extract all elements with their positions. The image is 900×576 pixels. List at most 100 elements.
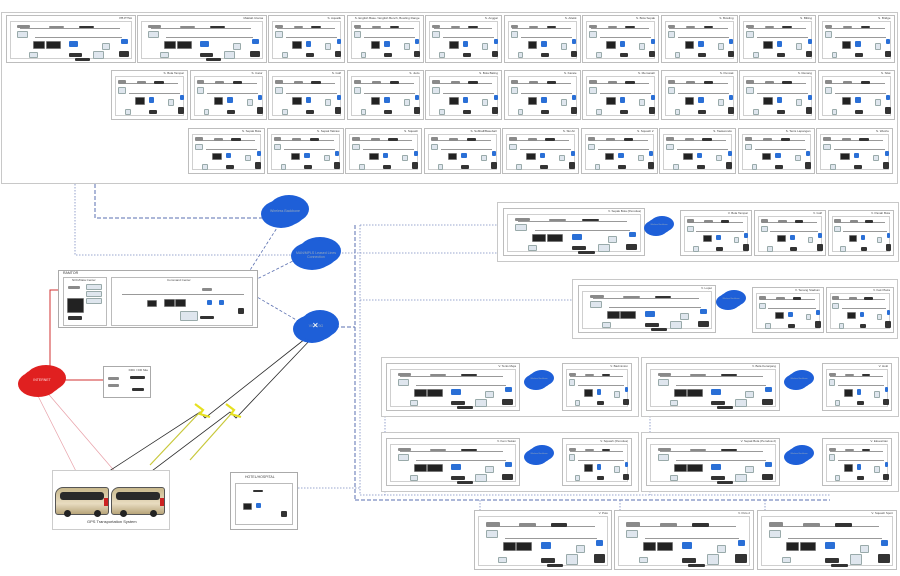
- network-bus: [521, 93, 572, 95]
- router-icon: [253, 490, 263, 492]
- site-box[interactable]: S. Sepak Takraw: [266, 128, 344, 174]
- site-box[interactable]: V. Squash (Perodua): [562, 438, 632, 486]
- site-box[interactable]: S. Pencak: [660, 70, 738, 120]
- phone-icon: [669, 400, 679, 407]
- wireless-backbone-cloud[interactable]: Wireless Backbone: [527, 372, 551, 388]
- wireless-backbone-cloud[interactable]: Wireless Backbone: [787, 447, 811, 463]
- camera-icon: [807, 236, 814, 244]
- router-icon: [657, 372, 672, 377]
- switch-icon: [585, 373, 594, 377]
- monitor-icon: [46, 40, 61, 49]
- site-box[interactable]: S. Taekwondo: [659, 128, 736, 174]
- workstation-icon: [596, 388, 602, 395]
- laptop-icon: [412, 162, 419, 169]
- site-box[interactable]: V. Panah Bola: [828, 210, 894, 256]
- wan-cloud-wireless-backbone[interactable]: Wireless Backbone: [265, 198, 305, 226]
- wireless-backbone-cloud[interactable]: Wireless Backbone: [647, 218, 671, 234]
- site-box[interactable]: V. Golf: [754, 210, 826, 256]
- site-box[interactable]: S. Golf: [268, 70, 345, 120]
- site-box[interactable]: Maktab Utama: [137, 15, 267, 63]
- site-box[interactable]: S. Wushu: [816, 128, 893, 174]
- wireless-icon: [807, 39, 812, 44]
- site-box[interactable]: S. Atletik: [503, 15, 581, 63]
- site-box[interactable]: V. Tenang Stadium: [752, 287, 824, 333]
- monitor-icon: [684, 40, 695, 49]
- router-icon: [397, 372, 412, 377]
- site-box[interactable]: V. Polo 2: [614, 510, 754, 570]
- phone-icon: [360, 52, 367, 59]
- site-box[interactable]: S. Aquatik: [268, 15, 345, 63]
- wan-cloud-leased-lines[interactable]: MAN/MPLS Leased Lines Connection: [295, 240, 337, 268]
- site-box[interactable]: V. Bola Tampar: [680, 210, 752, 256]
- workstation-icon: [451, 388, 461, 395]
- internet-cloud[interactable]: INTERNET: [22, 368, 62, 394]
- phone-icon: [767, 245, 773, 252]
- site-box[interactable]: S. Judo: [346, 70, 424, 120]
- monitor-icon: [687, 388, 703, 397]
- network-bus: [577, 460, 625, 462]
- site-box[interactable]: S. Bola Sepak: [582, 15, 659, 63]
- site-box[interactable]: PB PTSA: [6, 15, 136, 63]
- switch-icon: [843, 25, 853, 29]
- site-box[interactable]: V. Kek Plaza: [826, 287, 894, 333]
- site-box[interactable]: V. Bola Keranjang: [646, 363, 780, 411]
- wireless-backbone-cloud[interactable]: Wireless Backbone: [527, 447, 551, 463]
- ap-icon: [568, 379, 576, 387]
- camera-icon: [733, 236, 740, 244]
- site-box[interactable]: S. Catur: [189, 70, 267, 120]
- site-box[interactable]: S. Anggar: [425, 15, 502, 63]
- site-box[interactable]: S. Bola Baling: [425, 70, 502, 120]
- switch-icon: [689, 448, 706, 452]
- switch-icon: [311, 25, 321, 29]
- site-box[interactable]: S. Squash: [345, 128, 422, 174]
- wireless-backbone-cloud[interactable]: Wireless Backbone: [787, 372, 811, 388]
- storage-icon: [132, 388, 144, 391]
- phone-icon: [437, 163, 444, 170]
- switch-icon: [623, 138, 634, 141]
- network-bus: [416, 460, 506, 462]
- phone-icon: [693, 245, 699, 252]
- wan-cloud-vsat[interactable]: VSAT/3G ✕: [297, 313, 335, 341]
- site-box[interactable]: S. Bola Tampar: [111, 70, 188, 120]
- site-box[interactable]: V. Kem Sukan: [386, 438, 520, 486]
- printer-icon: [462, 53, 471, 58]
- site-box[interactable]: S. Ski Air: [502, 128, 579, 174]
- site-box[interactable]: V. Ekuestrian: [822, 438, 892, 486]
- site-box[interactable]: V. Sepak Bola (Perodua 2): [646, 438, 780, 486]
- switch-icon: [720, 220, 730, 223]
- site-box[interactable]: S. Bilting: [739, 15, 816, 63]
- site-box[interactable]: V. Sepak Bola (Perodua): [503, 208, 645, 256]
- site-box[interactable]: S. English Base / English Bench, Bowling…: [346, 15, 424, 63]
- site-label: V. Golf: [813, 211, 822, 215]
- workstation-icon: [461, 152, 467, 159]
- wireless-icon: [624, 462, 629, 467]
- switch-icon: [686, 25, 696, 29]
- site-box[interactable]: S. Bridge: [817, 15, 895, 63]
- site-box[interactable]: S. Silat: [817, 70, 895, 120]
- site-box[interactable]: S. Memanah: [582, 70, 659, 120]
- network-bus: [826, 27, 885, 29]
- switch-icon: [546, 81, 557, 84]
- site-box[interactable]: S. Karate: [503, 70, 581, 120]
- bus-icon[interactable]: [55, 487, 109, 517]
- site-box[interactable]: S. Renang: [739, 70, 816, 120]
- bus-icon[interactable]: [111, 487, 165, 517]
- site-box[interactable]: S. Squash 2: [580, 128, 658, 174]
- switch-icon: [845, 448, 854, 452]
- site-box[interactable]: V. Tenis Meja: [386, 363, 520, 411]
- site-box[interactable]: S. Tenis Lapangan: [737, 128, 815, 174]
- monitor-icon: [449, 97, 459, 105]
- site-box[interactable]: S. Bowling: [660, 15, 738, 63]
- site-box[interactable]: S. Softball/Baseball: [423, 128, 501, 174]
- hq-title: RAMTOR: [63, 271, 79, 275]
- camera-icon: [484, 390, 494, 398]
- site-box[interactable]: S. Sepak Bola: [188, 128, 265, 174]
- network-bus: [285, 37, 337, 39]
- wireless-backbone-cloud[interactable]: Wireless Backbone: [719, 292, 743, 308]
- switch-icon: [848, 297, 857, 300]
- site-box[interactable]: V. Squash Sport: [757, 510, 897, 570]
- site-box[interactable]: V. Hoki: [822, 363, 892, 411]
- site-box[interactable]: V. Polo: [474, 510, 612, 570]
- site-box[interactable]: V. Badminton: [562, 363, 632, 411]
- site-box[interactable]: V. Luput: [578, 285, 716, 333]
